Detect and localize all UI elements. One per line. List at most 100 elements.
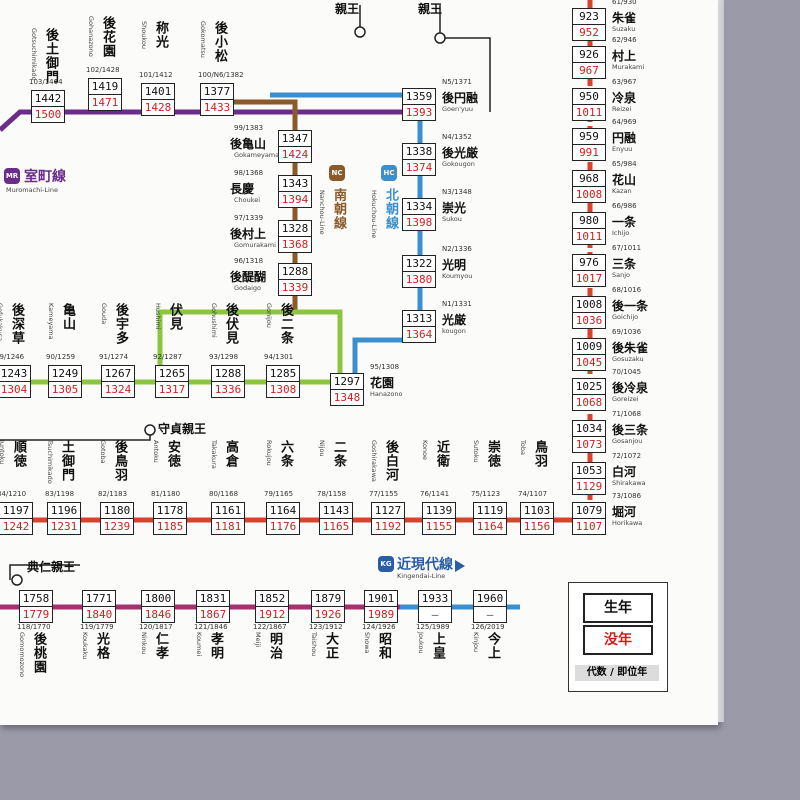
legend-death: 没年: [583, 625, 653, 655]
emperor-name: 仁孝: [153, 632, 168, 660]
death-year: 1380: [405, 273, 433, 286]
emperor-roman: Gomurakami: [234, 241, 276, 249]
emperor-roman: Gomomozono: [18, 632, 26, 678]
death-year: 1181: [214, 520, 242, 533]
legend-birth: 生年: [583, 593, 653, 623]
birth-year: 1343: [279, 176, 311, 192]
reign-code: 63/967: [612, 78, 637, 86]
death-year: 1394: [281, 193, 309, 206]
emperor-name: 今上: [485, 632, 500, 660]
death-year: 1374: [405, 161, 433, 174]
emperor-roman: Godaigo: [234, 284, 262, 292]
reign-code: 91/1274: [99, 353, 129, 361]
reign-code: 71/1068: [612, 410, 642, 418]
emperor-name: 白河: [612, 465, 637, 479]
legend-note: 代数 / 即位年: [575, 665, 659, 681]
death-year: 1192: [374, 520, 402, 533]
emperor-roman: Goichijo: [612, 313, 639, 321]
emperor-name: 長慶: [230, 182, 255, 196]
emperor-roman: Gouda: [100, 303, 108, 325]
emperor-name: 安徳: [165, 440, 180, 468]
emperor-name: 朱雀: [612, 11, 637, 25]
death-year: 1471: [91, 96, 119, 109]
emperor-name: 高倉: [223, 440, 238, 468]
legend-box: 生年 没年 代数 / 即位年: [568, 582, 668, 692]
birth-year: 1197: [0, 503, 32, 519]
hokuchou-line-icon: HC: [381, 165, 397, 181]
emperor-name: 光厳: [442, 313, 467, 327]
death-year: 1129: [575, 480, 603, 493]
emperor-name: 称光: [153, 21, 168, 49]
emperor-roman: Nijou: [318, 440, 326, 457]
birth-year: 1359: [403, 89, 435, 105]
death-year: 1324: [104, 383, 132, 396]
emperor-name: 順徳: [11, 440, 26, 468]
death-year: 1393: [405, 106, 433, 119]
prince-label-sadafusa: 守貞親王: [158, 422, 207, 436]
branch-sadafusa: [0, 430, 151, 441]
death-year: —: [486, 608, 494, 621]
emperor-name: 近衛: [434, 440, 449, 468]
emperor-roman: Antoku: [152, 440, 160, 463]
birth-year: 1079: [573, 503, 605, 519]
emperor-name: 冷泉: [612, 91, 637, 105]
death-year: 952: [579, 26, 599, 39]
kingendai-line-icon: KG: [378, 556, 394, 572]
emperor-roman: Goen'yuu: [442, 105, 474, 113]
reign-code: 78/1158: [317, 490, 347, 498]
branch-node-top1: [354, 26, 366, 38]
emperor-roman: Rokujou: [265, 440, 273, 466]
emperor-name: 後伏見: [223, 303, 238, 345]
emperor-roman: Koukaku: [81, 632, 89, 660]
birth-year: 1119: [474, 503, 506, 519]
emperor-name: 後光厳: [442, 146, 479, 160]
emperor-name: 後円融: [442, 91, 479, 105]
emperor-name: 光格: [94, 632, 109, 660]
emperor-roman: Taishou: [310, 632, 318, 657]
reign-code: 83/1198: [45, 490, 75, 498]
emperor-roman: Choukei: [234, 196, 261, 204]
death-year: 1036: [575, 314, 603, 327]
birth-year: 1285: [267, 366, 299, 382]
death-year: 1779: [22, 608, 50, 621]
reign-code: 65/984: [612, 160, 637, 168]
death-year: 1305: [51, 383, 79, 396]
emperor-name: 後花園: [100, 16, 115, 58]
birth-year: 1009: [573, 339, 605, 355]
emperor-roman: Enyuu: [612, 145, 633, 153]
reign-code: N5/1371: [442, 78, 472, 86]
reign-code: 62/946: [612, 36, 637, 44]
death-year: 1107: [575, 520, 603, 533]
reign-code: 72/1072: [612, 452, 642, 460]
reign-code: 89/1246: [0, 353, 25, 361]
emperor-roman: Reizei: [612, 105, 632, 113]
emperor-roman: Gohanazono: [87, 16, 95, 57]
station-box: 1960—: [473, 590, 507, 623]
emperor-roman: Gosuzaku: [612, 355, 644, 363]
birth-year: 1313: [403, 311, 435, 327]
birth-year: 1008: [573, 297, 605, 313]
birth-year: 968: [573, 171, 605, 187]
emperor-name: 孝明: [208, 632, 223, 660]
birth-year: 1025: [573, 379, 605, 395]
death-year: 1045: [575, 356, 603, 369]
emperor-roman: Kameyama: [47, 303, 55, 340]
